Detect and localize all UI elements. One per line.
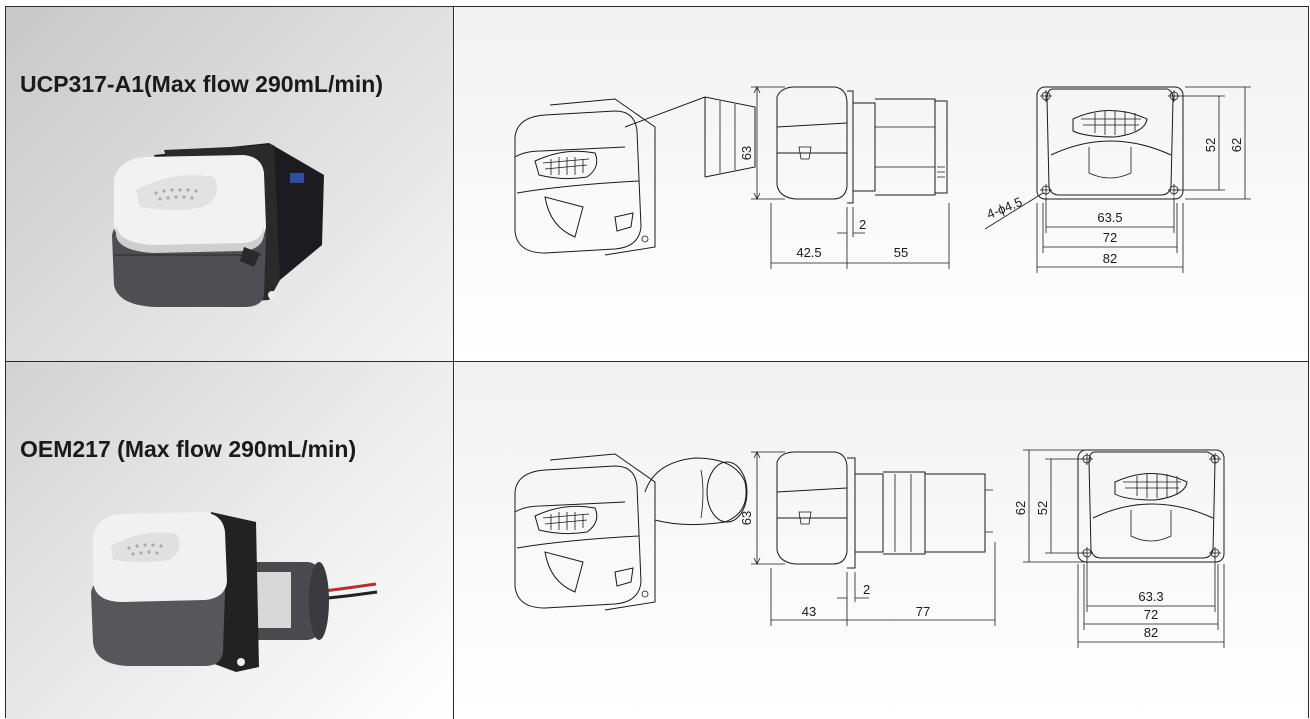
drawing-cell: 63 2 43 77 (455, 362, 1308, 719)
dim-height: 63 (739, 511, 754, 525)
pump-front-view-drawing-icon: 4-ϕ4.5 52 62 63.5 72 82 (985, 86, 1251, 273)
table-row: UCP317-A1(Max flow 290mL/min) (6, 7, 1308, 362)
drawing-cell: 63 2 42.5 55 (455, 7, 1308, 361)
pump-front-view-drawing-icon: 62 52 63.3 72 82 (1013, 449, 1225, 648)
dim-outer-width: 82 (1144, 625, 1158, 640)
dim-hole: 4-ϕ4.5 (985, 194, 1025, 222)
model-cell: UCP317-A1(Max flow 290mL/min) (6, 7, 454, 361)
dim-mid-width: 72 (1144, 607, 1158, 622)
dim-inner-height: 52 (1203, 138, 1218, 152)
dim-outer-height: 62 (1229, 138, 1244, 152)
table-row: OEM217 (Max flow 290mL/min) (6, 362, 1308, 719)
pump-photo-icon (91, 512, 378, 672)
dim-gap: 2 (859, 217, 866, 232)
dim-depth-motor: 55 (894, 245, 908, 260)
model-title: OEM217 (Max flow 290mL/min) (20, 436, 357, 462)
pump-isometric-drawing-icon (514, 453, 748, 611)
dim-gap: 2 (863, 582, 870, 597)
technical-drawing: 63 2 42.5 55 (514, 86, 1251, 273)
dim-depth-front: 43 (802, 604, 816, 619)
dim-outer-height: 62 (1013, 501, 1028, 515)
dim-depth-front: 42.5 (796, 245, 821, 260)
spec-table: UCP317-A1(Max flow 290mL/min) (5, 6, 1309, 719)
pump-photo-icon (112, 143, 324, 307)
dim-hole-span: 63.5 (1097, 210, 1122, 225)
dim-outer-width: 82 (1103, 251, 1117, 266)
dim-hole-span: 63.3 (1138, 589, 1163, 604)
model-cell: OEM217 (Max flow 290mL/min) (6, 362, 454, 719)
pump-side-view-drawing-icon: 63 2 42.5 55 (739, 86, 950, 269)
technical-drawing: 63 2 43 77 (514, 449, 1225, 648)
pump-isometric-drawing-icon (514, 96, 756, 256)
dim-mid-width: 72 (1103, 230, 1117, 245)
pump-side-view-drawing-icon: 63 2 43 77 (739, 451, 996, 626)
dim-depth-motor: 77 (916, 604, 930, 619)
dim-inner-height: 52 (1035, 501, 1050, 515)
dim-height: 63 (739, 146, 754, 160)
model-title: UCP317-A1(Max flow 290mL/min) (20, 71, 383, 97)
